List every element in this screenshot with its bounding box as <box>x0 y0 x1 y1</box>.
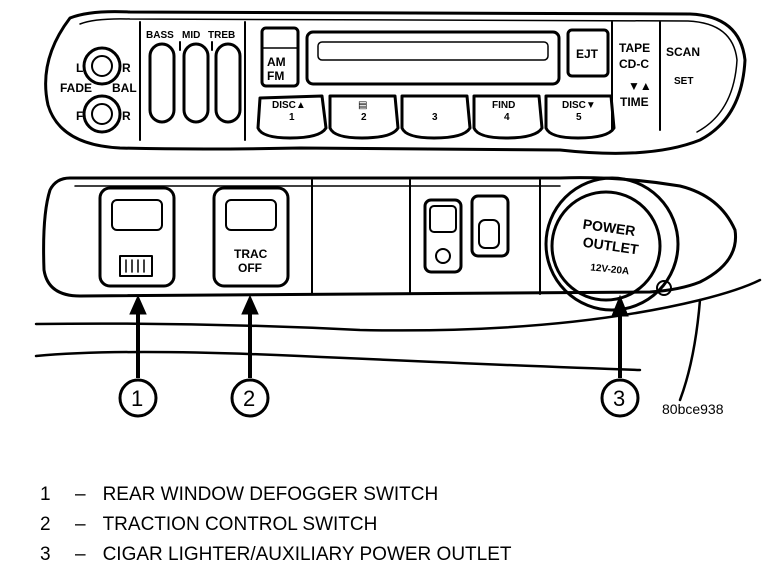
preset-buttons[interactable] <box>256 94 616 140</box>
callout-number-1: 1 <box>131 386 143 411</box>
cd-slot <box>305 30 561 86</box>
defogger-icon <box>119 255 153 277</box>
figure-id: 80bce938 <box>662 401 724 417</box>
preset-2-num: 2 <box>361 112 367 123</box>
callout-circle-2 <box>230 378 270 418</box>
fade-label: FADE <box>60 81 92 95</box>
legend-row: 2 – TRACTION CONTROL SWITCH <box>40 510 740 540</box>
trac-label-line2: OFF <box>238 261 262 275</box>
traction-control-switch[interactable] <box>212 186 290 288</box>
callout-circle-1 <box>118 378 158 418</box>
outlet-label-line2: OUTLET <box>582 234 640 258</box>
trac-label-line1: TRAC <box>234 247 268 261</box>
dashboard-illustration: FADE BAL L R F R BASS MID TREB AM FM EJT… <box>34 10 762 418</box>
power-outlet-cap[interactable] <box>550 190 662 302</box>
scan-label: SCAN <box>666 45 700 59</box>
preset-4-num: 4 <box>504 112 510 123</box>
ejt-label: EJT <box>576 47 599 61</box>
preset-3-num: 3 <box>432 112 438 123</box>
preset-5-top: DISC▼ <box>562 100 596 111</box>
outlet-rating: 12V-20A <box>590 262 630 277</box>
legend-text: CIGAR LIGHTER/AUXILIARY POWER OUTLET <box>102 544 512 565</box>
legend-dash: – <box>74 544 86 565</box>
am-fm-button[interactable] <box>260 26 300 88</box>
legend-text: TRACTION CONTROL SWITCH <box>102 514 378 535</box>
legend-number: 2 <box>40 514 51 535</box>
legend-row: 1 – REAR WINDOW DEFOGGER SWITCH <box>40 480 740 510</box>
radio-bezel-inner <box>79 18 738 133</box>
set-label: SET <box>674 76 693 87</box>
small-switch-right[interactable] <box>470 194 510 258</box>
lower-dash-contour <box>34 278 762 332</box>
time-arrows-icon: ▼▲ <box>628 79 652 93</box>
legend-number: 3 <box>40 544 51 565</box>
legend-dash: – <box>74 484 86 505</box>
bass-label: BASS <box>146 30 174 41</box>
bass-slider[interactable] <box>148 42 176 124</box>
callout-circle-3 <box>600 378 640 418</box>
callout-number-2: 2 <box>243 386 255 411</box>
preset-4-top: FIND <box>492 100 515 111</box>
small-switch-left[interactable] <box>423 198 463 274</box>
callout-arrow-1 <box>129 294 147 378</box>
mid-slider[interactable] <box>182 42 210 124</box>
legend-number: 1 <box>40 484 51 505</box>
legend-text: REAR WINDOW DEFOGGER SWITCH <box>102 484 439 505</box>
legend-row: 3 – CIGAR LIGHTER/AUXILIARY POWER OUTLET <box>40 540 740 570</box>
power-outlet-rim <box>544 176 680 312</box>
time-label: TIME <box>620 95 649 109</box>
preset-1-num: 1 <box>289 112 295 123</box>
bal-knob[interactable] <box>82 94 122 134</box>
rear-label: R <box>122 109 131 123</box>
preset-1-top: DISC▲ <box>272 100 306 111</box>
right-label: R <box>122 61 131 75</box>
fade-knob[interactable] <box>82 46 122 86</box>
eject-button[interactable] <box>566 28 610 78</box>
legend-dash: – <box>74 514 86 535</box>
callout-arrow-2 <box>241 294 259 378</box>
outlet-label-line1: POWER <box>582 216 637 239</box>
switch-panel <box>42 176 738 298</box>
fm-label: FM <box>267 69 284 83</box>
radio-bezel <box>44 10 747 155</box>
legend: 1 – REAR WINDOW DEFOGGER SWITCH 2 – TRAC… <box>40 480 740 570</box>
callout-number-3: 3 <box>613 386 625 411</box>
bal-label: BAL <box>112 81 137 95</box>
mid-label: MID <box>182 30 200 41</box>
defogger-switch[interactable] <box>98 186 176 288</box>
preset-2-icon: ▤ <box>358 100 367 111</box>
preset-5-num: 5 <box>576 112 582 123</box>
treb-label: TREB <box>208 30 235 41</box>
am-label: AM <box>267 55 286 69</box>
callout-arrow-3 <box>611 294 629 378</box>
front-label: F <box>76 109 83 123</box>
cdc-label: CD-C <box>619 57 649 71</box>
left-label: L <box>76 61 83 75</box>
treb-slider[interactable] <box>214 42 242 124</box>
tape-label: TAPE <box>619 41 650 55</box>
